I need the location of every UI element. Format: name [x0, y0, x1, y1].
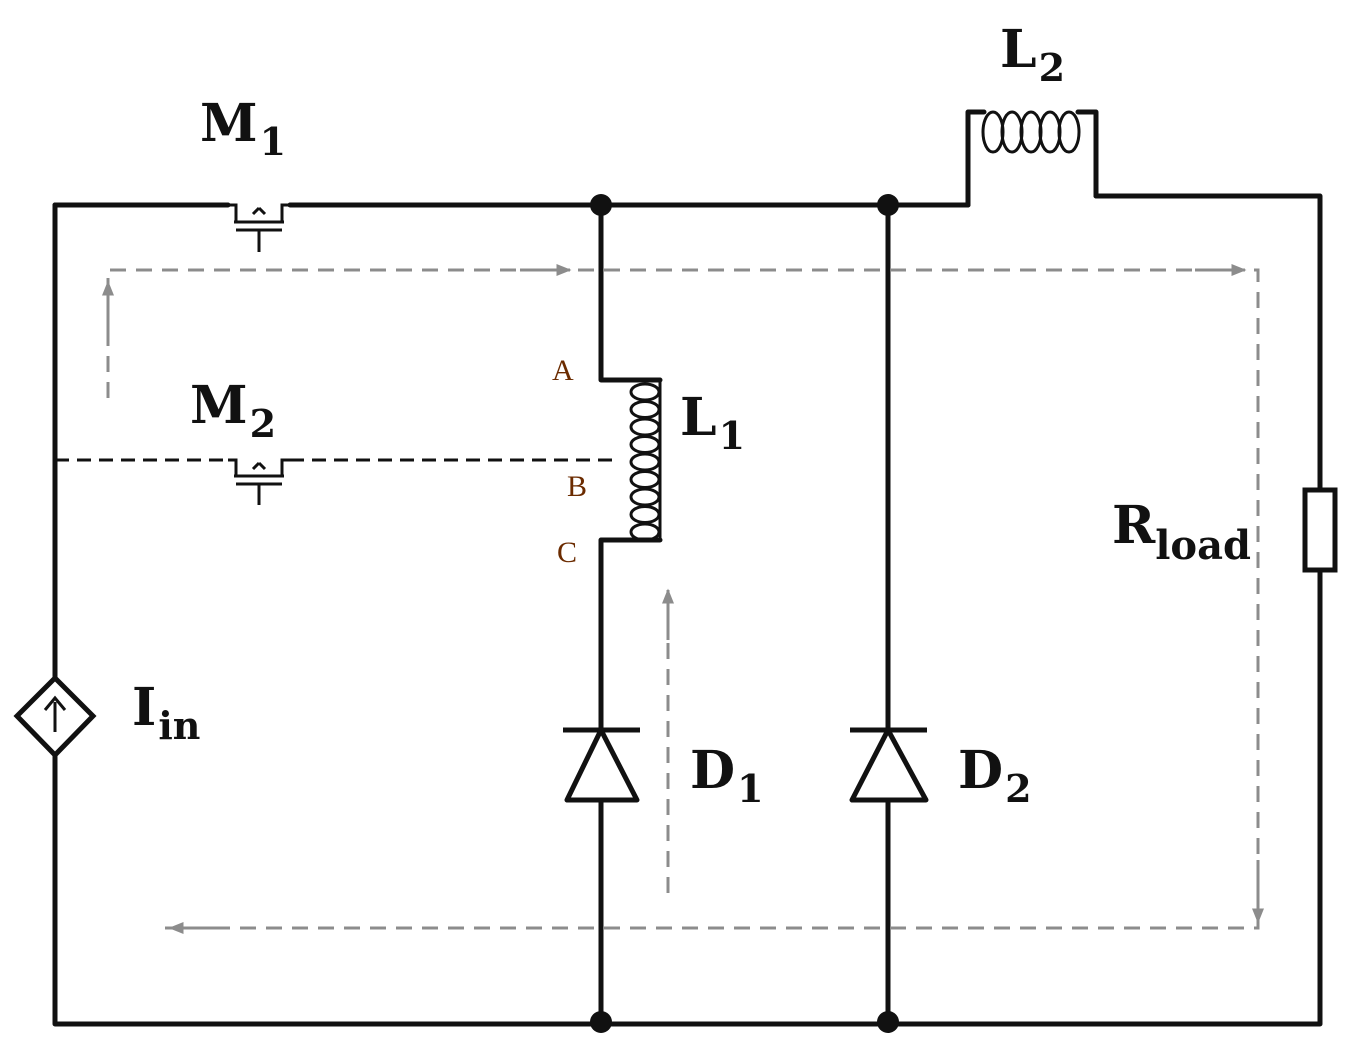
wire-top-right — [1093, 193, 1323, 493]
resistor-rload — [1302, 487, 1338, 573]
label-m2: M2 — [190, 375, 277, 446]
label-iin: Iin — [132, 677, 201, 748]
wire-l1-branch-top — [598, 202, 663, 383]
label-l1: L1 — [680, 387, 746, 458]
current-path — [102, 264, 1264, 934]
tap-label-c: C — [557, 536, 578, 569]
junction-dots — [590, 194, 899, 1033]
label-rload: Rload — [1112, 495, 1251, 569]
diode-d2 — [849, 727, 929, 803]
inductor-l2-turn — [981, 110, 1005, 154]
inductor-l2-turn — [1057, 110, 1081, 154]
current-source-iin — [13, 674, 97, 759]
label-m1: M1 — [200, 93, 287, 164]
label-l2: L2 — [1000, 19, 1066, 90]
tap-label-b: B — [567, 470, 588, 503]
inductor-l2-turn — [1019, 110, 1043, 154]
tap-label-a: A — [552, 354, 574, 387]
inductor-l2-turn — [1000, 110, 1024, 154]
inductor-l2-turn — [1038, 110, 1062, 154]
inductor-l1-turn — [629, 487, 661, 507]
inductor-l1-turn — [629, 435, 661, 454]
wire-left — [52, 202, 1323, 1027]
label-d2: D2 — [958, 740, 1032, 811]
inductor-l1-turn — [629, 452, 661, 472]
inductor-l1-turn — [629, 470, 661, 489]
inductor-l1-turn — [629, 417, 661, 437]
mosfet-m1 — [228, 203, 290, 252]
inductor-l1-turn — [629, 382, 661, 402]
diode-d1 — [563, 727, 640, 803]
inductor-l1-turn — [629, 505, 661, 524]
inductor-l2 — [981, 110, 1081, 154]
wire-l2-leads — [965, 109, 1099, 208]
inductor-l1 — [629, 380, 662, 542]
mosfet-m2 — [228, 458, 290, 505]
inductor-l1-turn — [629, 400, 661, 419]
wire-l1-branch-bottom — [598, 537, 663, 733]
label-d1: D1 — [690, 740, 764, 811]
inductor-l1-turn — [629, 522, 661, 542]
